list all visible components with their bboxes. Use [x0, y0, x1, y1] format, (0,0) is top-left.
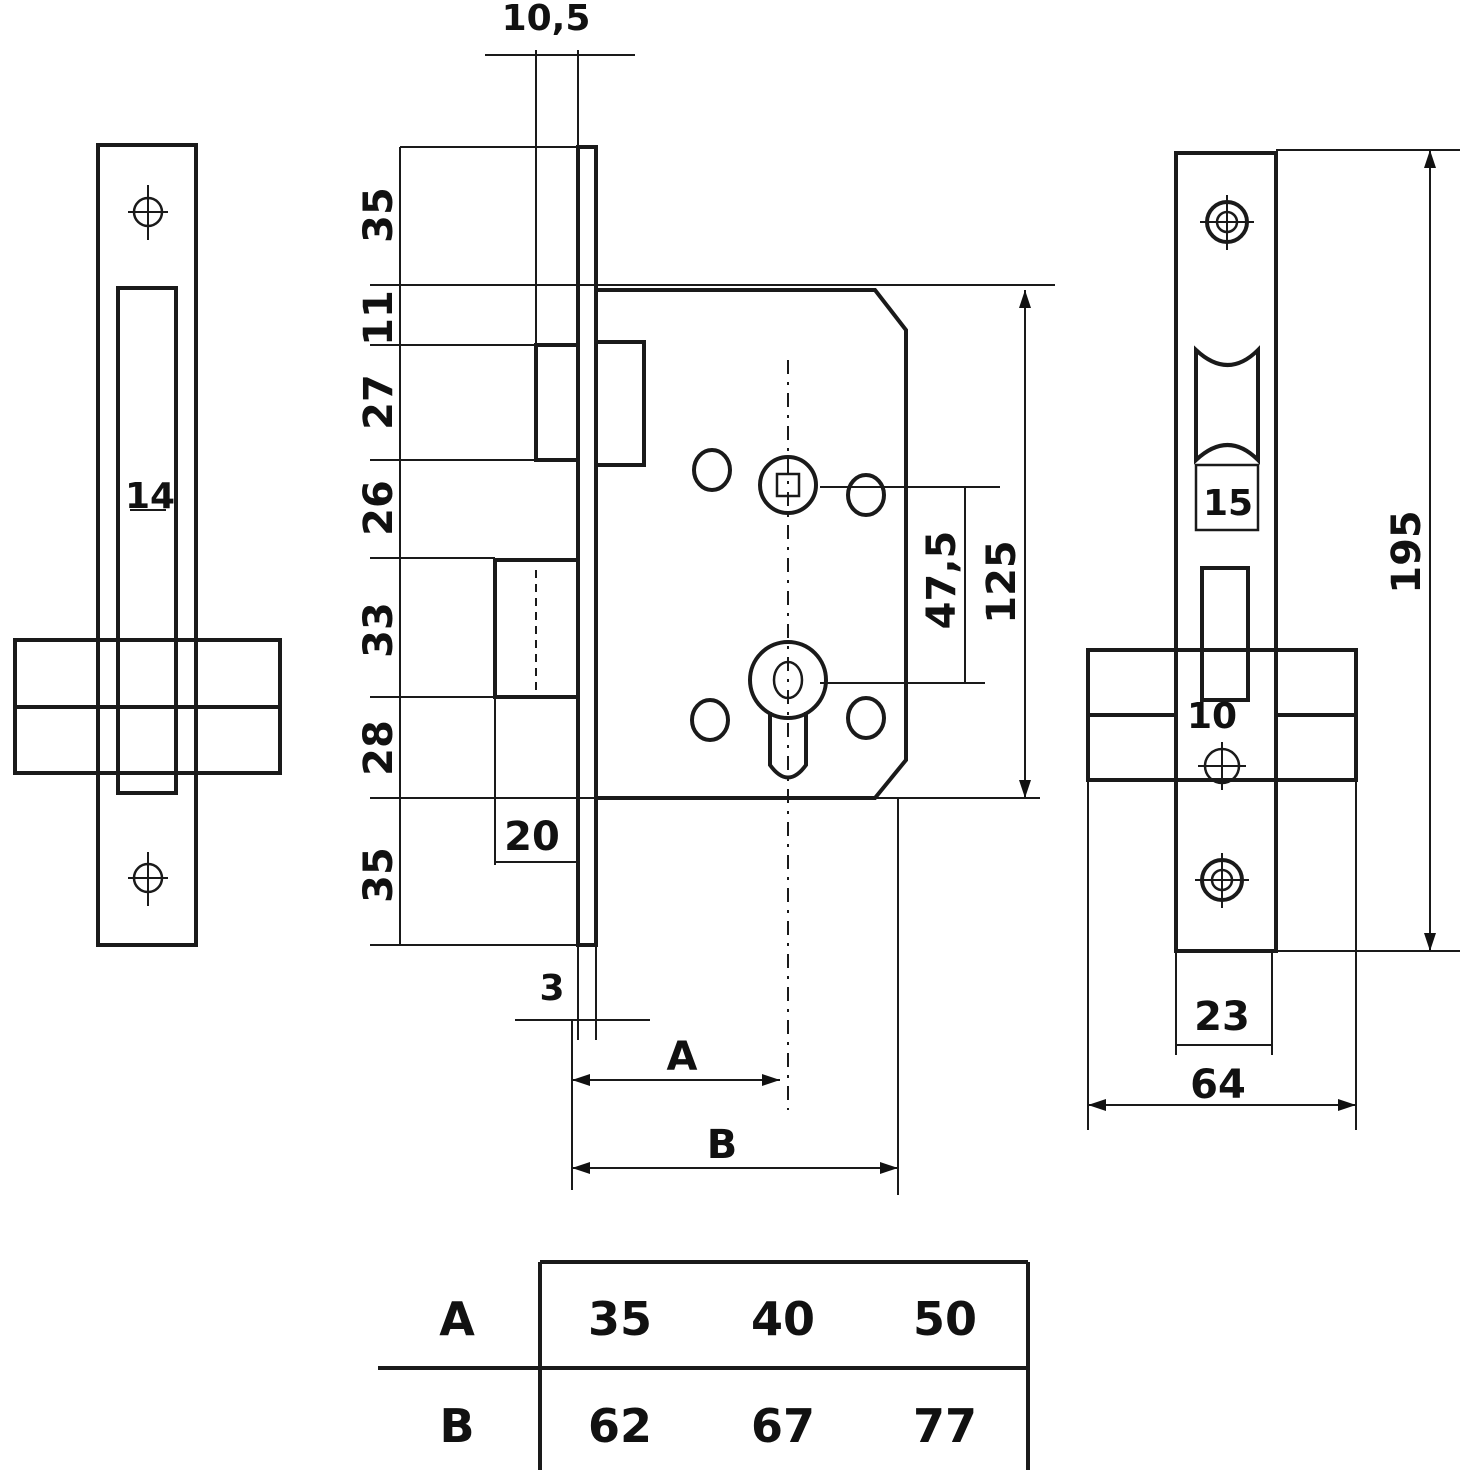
body-height-label: 125	[979, 540, 1025, 624]
backset-table: A B 35 40 50 62 67 77	[378, 1260, 1030, 1470]
dim-label-35-top: 35	[356, 187, 402, 243]
latch-depth-label: 20	[504, 814, 560, 860]
top-dimension-label: 10,5	[502, 0, 591, 39]
table-cell-b2: 67	[751, 1399, 815, 1453]
lock-side-view: 10,5 35 11 27 26 33 28 35 20 3 A	[356, 0, 1055, 1195]
strike-upper-mark-label: 15	[1203, 483, 1253, 524]
table-cell-a1: 35	[588, 1292, 652, 1346]
front-plate-strip	[576, 145, 598, 947]
table-row-b-label: B	[439, 1399, 474, 1453]
strike-width-label: 23	[1194, 994, 1250, 1040]
dead-bolt	[534, 343, 580, 462]
fixing-hole-icon	[846, 473, 886, 517]
dim-label-28: 28	[356, 720, 402, 776]
dim-label-26: 26	[356, 480, 402, 536]
bolt-opening	[1194, 345, 1260, 465]
table-cell-a2: 40	[751, 1292, 815, 1346]
fixing-hole-icon	[692, 448, 732, 492]
depth-label: B	[707, 1122, 738, 1168]
strike-lower-mark-label: 10	[1187, 696, 1237, 737]
dim-label-11: 11	[356, 290, 402, 346]
strike-total-width-label: 64	[1190, 1062, 1246, 1108]
screw-hole-icon	[128, 185, 168, 240]
screw-hole-icon	[1200, 195, 1254, 250]
dim-label-35-bottom: 35	[356, 847, 402, 903]
fixing-hole-icon	[690, 698, 730, 742]
latch-opening	[1200, 566, 1250, 702]
table-row-a-label: A	[439, 1292, 475, 1346]
dim-label-33: 33	[356, 602, 402, 658]
faceplate-slot	[116, 286, 178, 795]
strike-plate-view: 15 10 195 23	[1086, 149, 1460, 1130]
strike-plate-outline	[1174, 151, 1278, 953]
backset-label: A	[667, 1034, 698, 1080]
latch-bolt	[493, 558, 580, 699]
plate-thickness-label: 3	[539, 968, 564, 1009]
screw-hole-icon	[1195, 853, 1249, 908]
table-cell-b3: 77	[913, 1399, 977, 1453]
fixing-hole-icon	[846, 696, 886, 740]
screw-hole-icon	[128, 852, 168, 906]
faceplate-outline	[96, 143, 198, 947]
dim-label-27: 27	[356, 374, 402, 430]
bolt-opening-box	[1194, 463, 1260, 532]
table-cell-a3: 50	[913, 1292, 977, 1346]
screw-hole-icon	[1198, 742, 1246, 790]
dead-bolt-inner	[594, 340, 646, 467]
faceplate-front-view: 14	[13, 143, 282, 947]
center-distance-label: 47,5	[919, 531, 965, 630]
faceplate-slot-label: 14	[125, 476, 175, 517]
table-cell-b1: 62	[588, 1399, 652, 1453]
strike-length-label: 195	[1384, 510, 1430, 594]
